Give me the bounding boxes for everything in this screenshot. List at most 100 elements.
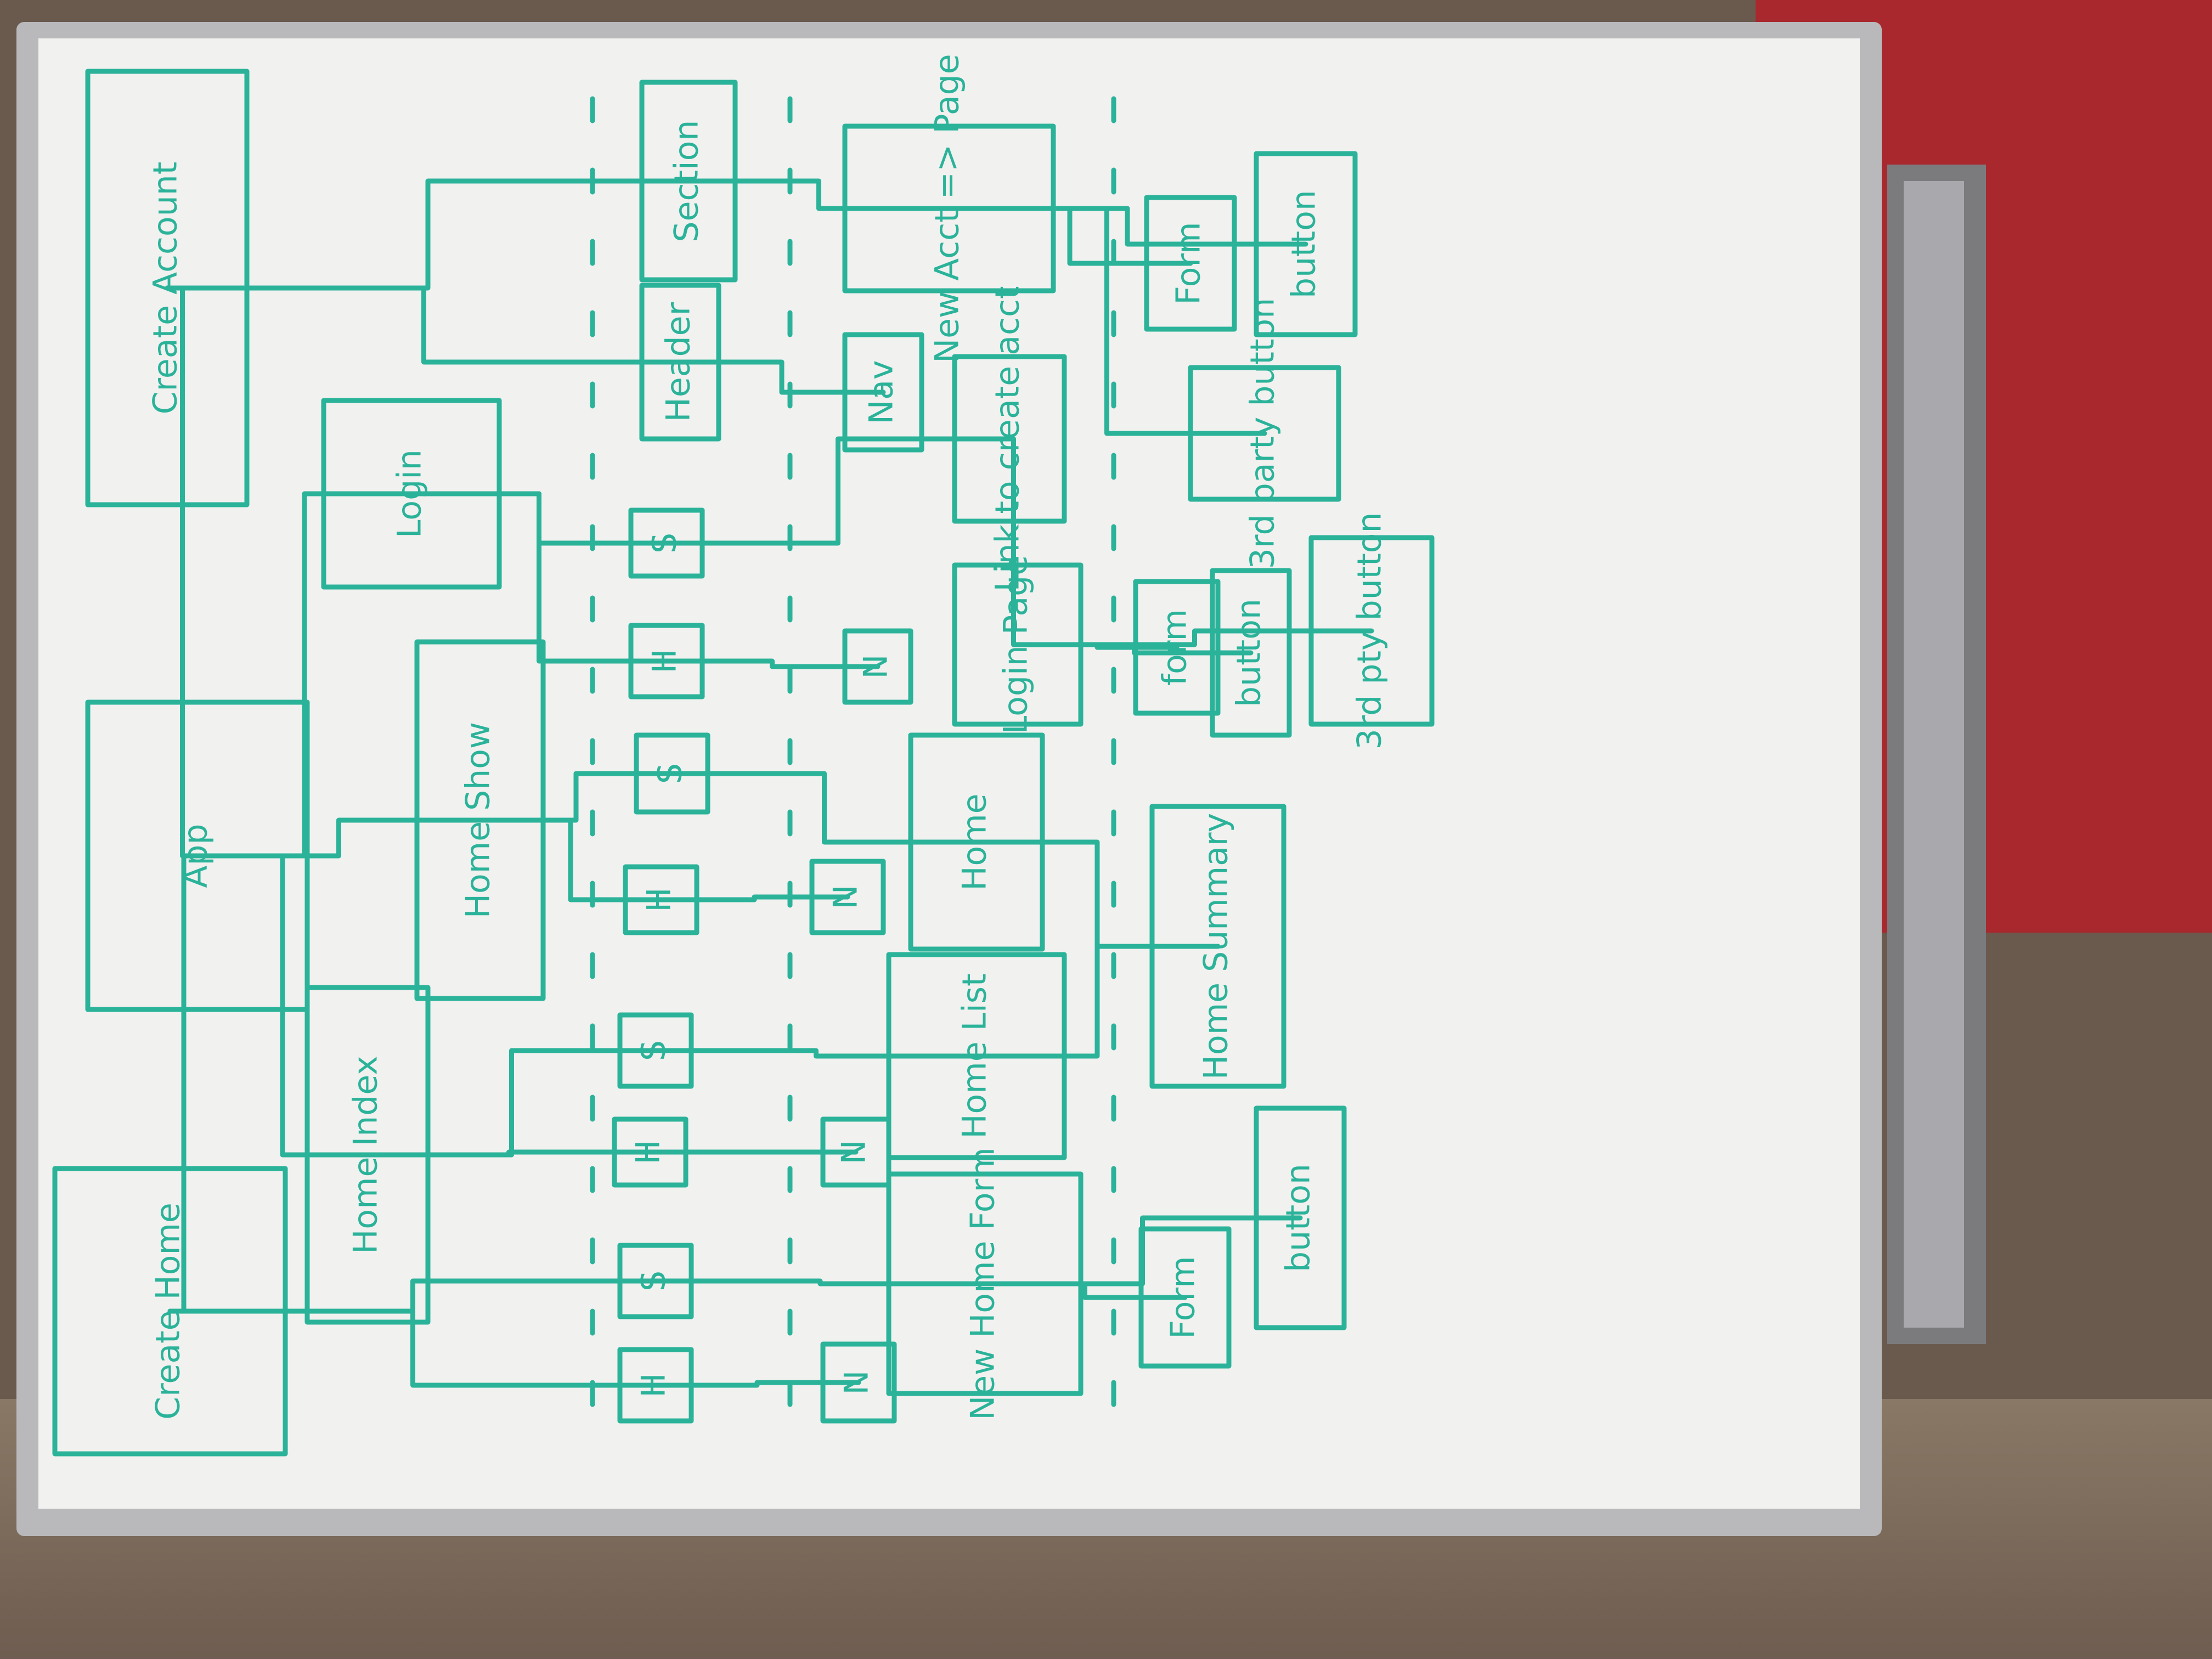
connector-line: [195, 853, 370, 1158]
node-label: Home: [956, 793, 994, 890]
node-label: S: [635, 1040, 673, 1061]
node-label: N: [838, 1370, 876, 1395]
node-s-5: S: [617, 1243, 694, 1319]
node-label: Login: [391, 449, 429, 538]
node-form-5: Form: [1138, 1226, 1232, 1369]
node-home: Home: [908, 732, 1045, 952]
connector-line: [946, 206, 1193, 266]
node-box: [617, 1243, 694, 1319]
node-box: [1138, 1226, 1232, 1369]
node-h-4: H: [612, 1116, 689, 1188]
connector-line: [477, 817, 664, 902]
node-section-1: Section: [639, 80, 738, 283]
node-button-5: button: [1254, 1105, 1347, 1330]
marker-tray-rail: [1904, 181, 1964, 1328]
node-form-1: Form: [1144, 195, 1237, 332]
node-box: [842, 123, 1056, 294]
node-box: [639, 283, 721, 442]
node-box: [842, 628, 913, 705]
node-label: Form: [1164, 1256, 1203, 1339]
connector-line: [165, 285, 683, 365]
connector-line: [165, 285, 200, 859]
node-form-2: form: [1133, 579, 1221, 716]
node-box: [414, 639, 546, 1001]
node-label: Create Home: [149, 1203, 188, 1420]
node-label: Home Index: [347, 1056, 385, 1254]
node-label: H: [629, 1139, 668, 1164]
node-nav-1: Nav: [842, 332, 924, 453]
node-box: [1133, 579, 1221, 716]
node-header-1: Header: [639, 283, 721, 442]
node-label: H: [640, 887, 679, 912]
node-box: [628, 623, 705, 699]
node-box: [85, 69, 250, 507]
node-box: [617, 1347, 694, 1424]
connector-line: [167, 1278, 658, 1314]
node-h-3: H: [623, 864, 699, 935]
node-third-party-button-1: 3rd party button: [1188, 298, 1341, 569]
node-box: [304, 985, 431, 1325]
connector-line: [653, 1278, 988, 1286]
node-box: [1254, 151, 1358, 337]
connector-line: [658, 894, 850, 902]
node-label: N: [857, 654, 895, 679]
node-label: button: [1279, 1164, 1318, 1272]
node-box: [1149, 804, 1286, 1089]
node-box: [809, 859, 886, 935]
node-box: [1144, 195, 1237, 332]
node-label: Login Page: [997, 555, 1035, 734]
node-label: New Home Form: [964, 1147, 1002, 1420]
node-button-1: button: [1254, 151, 1358, 337]
node-s-2: S: [628, 507, 705, 579]
node-home-summary: Home Summary: [1149, 804, 1286, 1089]
node-box: [820, 1341, 897, 1424]
node-new-acct-page: New Acct => Page: [842, 54, 1056, 363]
node-label: Form: [1170, 222, 1208, 304]
node-box: [908, 732, 1045, 952]
node-label: New Acct => Page: [928, 54, 967, 363]
node-label: button: [1285, 190, 1323, 298]
connector-line: [982, 1281, 1188, 1300]
node-label: Home Summary: [1197, 813, 1235, 1080]
node-box: [628, 507, 705, 579]
node-box: [886, 1171, 1084, 1396]
node-box: [617, 1012, 694, 1089]
node-link-create-acct: Link to create acct: [952, 286, 1067, 592]
node-box: [623, 864, 699, 935]
connector-line: [669, 771, 979, 845]
connector-line: [365, 1048, 658, 1158]
node-home-index: Home Index: [304, 985, 431, 1325]
connector-line: [409, 491, 669, 546]
node-label: S: [635, 1271, 673, 1291]
node-label: button: [1230, 599, 1268, 707]
node-label: Header: [659, 302, 698, 422]
node-box: [52, 1166, 288, 1457]
connector-line: [477, 771, 675, 823]
connector-line: [195, 817, 483, 859]
node-n-3: N: [809, 859, 886, 935]
connector-line: [664, 658, 881, 669]
node-third-party-button-2: 3rd pty button: [1308, 512, 1435, 750]
node-box: [886, 952, 1067, 1160]
connector-line: [165, 178, 691, 291]
node-box: [1188, 365, 1341, 502]
connector-line: [664, 436, 1012, 546]
node-new-home-form: New Home Form: [886, 1147, 1084, 1420]
node-n-5: N: [820, 1341, 897, 1424]
node-label: Create Account: [146, 162, 185, 415]
connector-line: [974, 944, 1221, 1059]
whiteboard-surface: [38, 38, 1860, 1509]
node-button-2: button: [1210, 568, 1292, 738]
node-label: Link to create acct: [989, 286, 1027, 591]
connector-line: [678, 359, 886, 395]
node-box: [1308, 535, 1435, 727]
node-login: Login: [321, 398, 502, 590]
node-login-page: Login Page: [952, 555, 1084, 734]
connector-line: [653, 1048, 979, 1059]
connector-line: [653, 1380, 861, 1388]
connector-line: [974, 839, 1221, 949]
node-create-account: Create Account: [85, 69, 250, 507]
node-label: N: [827, 885, 865, 910]
node-s-3: S: [634, 732, 710, 815]
